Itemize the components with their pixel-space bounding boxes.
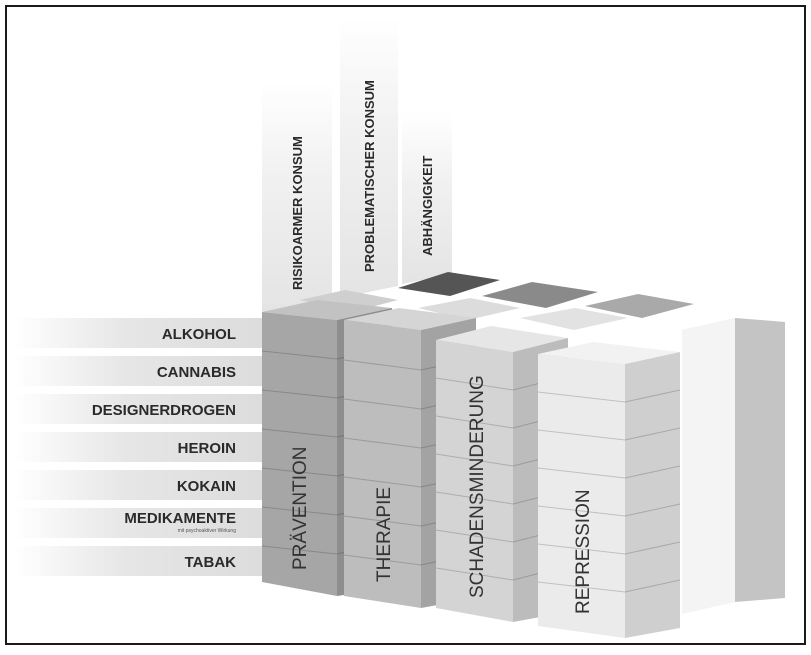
row-label-alkohol: ALKOHOL — [162, 326, 236, 343]
row-sublabel-medikamente: mit psychoaktiver Wirkung — [178, 528, 237, 534]
pillar-repression — [537, 342, 681, 638]
pillar-labels: PRÄVENTION THERAPIE SCHADENSMINDERUNG RE… — [290, 375, 594, 614]
back-right-column — [682, 318, 785, 614]
consumption-level-labels: RISIKOARMER KONSUM PROBLEMATISCHER KONSU… — [290, 80, 435, 290]
pillar-label-repression: REPRESSION — [573, 489, 594, 614]
row-bands — [14, 318, 264, 576]
row-label-cannabis: CANNABIS — [157, 364, 236, 381]
substance-labels: ALKOHOL CANNABIS DESIGNERDROGEN HEROIN K… — [92, 326, 236, 571]
level-label-risikoarm: RISIKOARMER KONSUM — [290, 136, 305, 290]
level-label-abhaengigkeit: ABHÄNGIGKEIT — [420, 156, 435, 256]
row-label-medikamente: MEDIKAMENTE — [124, 510, 236, 527]
row-label-heroin: HEROIN — [178, 440, 236, 457]
column-banners — [262, 18, 452, 312]
row-label-tabak: TABAK — [185, 554, 237, 571]
level-label-problematisch: PROBLEMATISCHER KONSUM — [362, 80, 377, 272]
pillar-label-schadensminderung: SCHADENSMINDERUNG — [467, 375, 488, 598]
back-cells — [300, 272, 694, 330]
pillar-label-praevention: PRÄVENTION — [290, 446, 311, 570]
pillar-label-therapie: THERAPIE — [374, 487, 395, 582]
row-label-kokain: KOKAIN — [177, 478, 236, 495]
row-label-designerdrogen: DESIGNERDROGEN — [92, 402, 236, 419]
